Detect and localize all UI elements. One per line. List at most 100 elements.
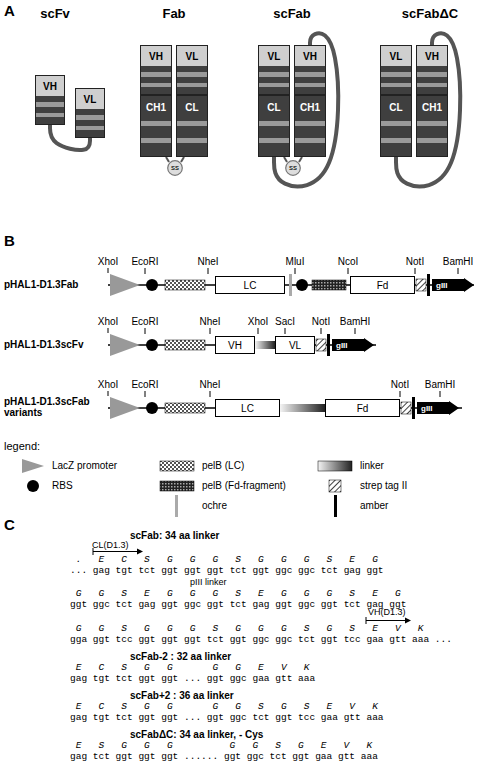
- gene-box: Fd: [350, 276, 415, 294]
- node-label: LC: [244, 280, 257, 291]
- node-label: VH: [149, 46, 163, 62]
- codon-row: gag tct ggt ggt ggt ...... ggt ggc tct g…: [70, 751, 378, 762]
- construct-fab: [348, 268, 349, 274]
- gene-arrow-shape: [417, 401, 459, 415]
- sequence-title: scFabΔC: 34 aa linker, - Cys: [130, 729, 263, 740]
- sequence-title: scFab-2 : 32 aa linker: [130, 651, 231, 662]
- gene-box: VH: [215, 336, 255, 354]
- construct-scfv: [108, 328, 355, 334]
- construct-fab: [108, 268, 109, 273]
- legend-label: pelB (Fd-fragment): [202, 479, 286, 492]
- amino-acid-row: G G S G E V K: [230, 740, 373, 751]
- legend-sample: [334, 495, 337, 517]
- construct-scfv: [165, 340, 205, 350]
- constant-domain: CH1: [294, 95, 326, 157]
- construct-scfv: [258, 328, 259, 334]
- construct-scfv: [108, 328, 376, 356]
- construct-scfab: [412, 397, 415, 419]
- constant-domain: CL: [258, 95, 290, 157]
- format-title: scFv: [40, 6, 70, 21]
- disulfide-tick: [166, 157, 169, 162]
- node-label: VL: [268, 46, 281, 62]
- node-label: CH1: [422, 96, 442, 113]
- codon-row: ggt ggc tct gag ggt ggc ggt tct gag ggt …: [70, 599, 406, 610]
- construct-scfab: [145, 391, 146, 397]
- amino-acid-row: E S G G G: [76, 740, 173, 751]
- gene-arrow: gIII: [417, 401, 459, 415]
- restriction-site: XhoI: [98, 379, 119, 390]
- node-label: gIII: [336, 341, 348, 350]
- amino-acid-row: E C S G G: [76, 701, 173, 712]
- construct-scfab: [108, 391, 109, 396]
- codon-row: gag tgt tct ggt ggt ... ggt ggc gaa gtt …: [70, 673, 315, 684]
- construct-fab: [296, 279, 308, 291]
- gene-box: Fd: [325, 399, 400, 417]
- legend-label: RBS: [52, 479, 73, 492]
- restriction-site: NcoI: [338, 256, 359, 267]
- amino-acid-row: G G S G G G S G G G S G S E V K: [76, 623, 424, 634]
- disulfide-tick: [299, 157, 302, 162]
- variable-domain: VL: [176, 45, 208, 95]
- disulfide-tick: [284, 157, 287, 162]
- node-label: VH: [43, 76, 57, 92]
- linker-band: [255, 341, 275, 349]
- restriction-site: NheI: [197, 256, 218, 267]
- node-label: VL: [390, 46, 403, 62]
- bond-circle: [286, 161, 301, 176]
- variable-domain: VH: [140, 45, 172, 95]
- node-label: ss: [171, 164, 179, 172]
- domain-start-arrow: [366, 620, 405, 621]
- legend-sample: [160, 481, 194, 491]
- construct-scfv: [316, 339, 326, 351]
- gene-arrow: gIII: [432, 278, 474, 292]
- gene-arrow: gIII: [332, 338, 374, 352]
- node-label: gIII: [436, 281, 448, 290]
- construct-scfab: [210, 391, 211, 397]
- panel-letter: C: [4, 516, 15, 533]
- construct-scfv: [146, 339, 158, 351]
- legend-label: linker: [360, 459, 384, 472]
- construct-fab: [110, 274, 140, 296]
- domain-start-arrow: [405, 618, 411, 624]
- sequence-title: scFab+2 : 36 aa linker: [130, 690, 234, 701]
- construct-scfv: [110, 334, 140, 356]
- construct-fab: [108, 268, 474, 296]
- gene-box: LC: [215, 399, 280, 417]
- node-label: VL: [84, 89, 97, 105]
- bond-circle: [168, 161, 183, 176]
- panel-letter: B: [4, 232, 15, 249]
- legend-heading: legend:: [4, 440, 40, 453]
- variable-domain: VH: [35, 75, 65, 125]
- construct-fab: [295, 268, 296, 274]
- restriction-site: NotI: [391, 379, 409, 390]
- legend-label: ochre: [202, 499, 227, 512]
- linker-band: [280, 404, 325, 412]
- variable-domain: VL: [75, 88, 105, 138]
- amino-acid-row: G G S E G G G S E G G G S E G: [76, 588, 401, 599]
- legend-sample: [175, 495, 178, 517]
- restriction-site: BamHI: [443, 256, 474, 267]
- construct-name: pHAL1-D1.3scFab variants: [4, 396, 104, 418]
- sequence-note: pIII linker: [190, 577, 227, 587]
- sequence-note: VH(D1.3): [368, 607, 406, 617]
- codon-row: gga ggt tcc ggt ggt ggt tct ggt ggc ggc …: [70, 634, 452, 645]
- node-label: Fd: [377, 280, 389, 291]
- node-label: CL: [185, 96, 198, 113]
- restriction-site: BamHI: [340, 316, 371, 327]
- restriction-site: NheI: [199, 379, 220, 390]
- construct-fab: [289, 274, 292, 296]
- legend-sample: [318, 461, 352, 471]
- restriction-site: NotI: [406, 256, 424, 267]
- restriction-site: SacI: [275, 316, 295, 327]
- legend-label: pelB (LC): [202, 459, 244, 472]
- legend-label: LacZ promoter: [52, 459, 117, 472]
- legend-sample: [160, 461, 194, 471]
- restriction-site: BamHI: [425, 379, 456, 390]
- amino-acid-row: . E C S G G G S G G G S E G: [76, 554, 378, 565]
- disulfide-bond: ss: [167, 160, 183, 176]
- sequence-title: scFab: 34 aa linker: [130, 530, 220, 541]
- legend-sample: [329, 480, 341, 492]
- node-label: CL: [389, 96, 402, 113]
- node-label: gIII: [421, 404, 433, 413]
